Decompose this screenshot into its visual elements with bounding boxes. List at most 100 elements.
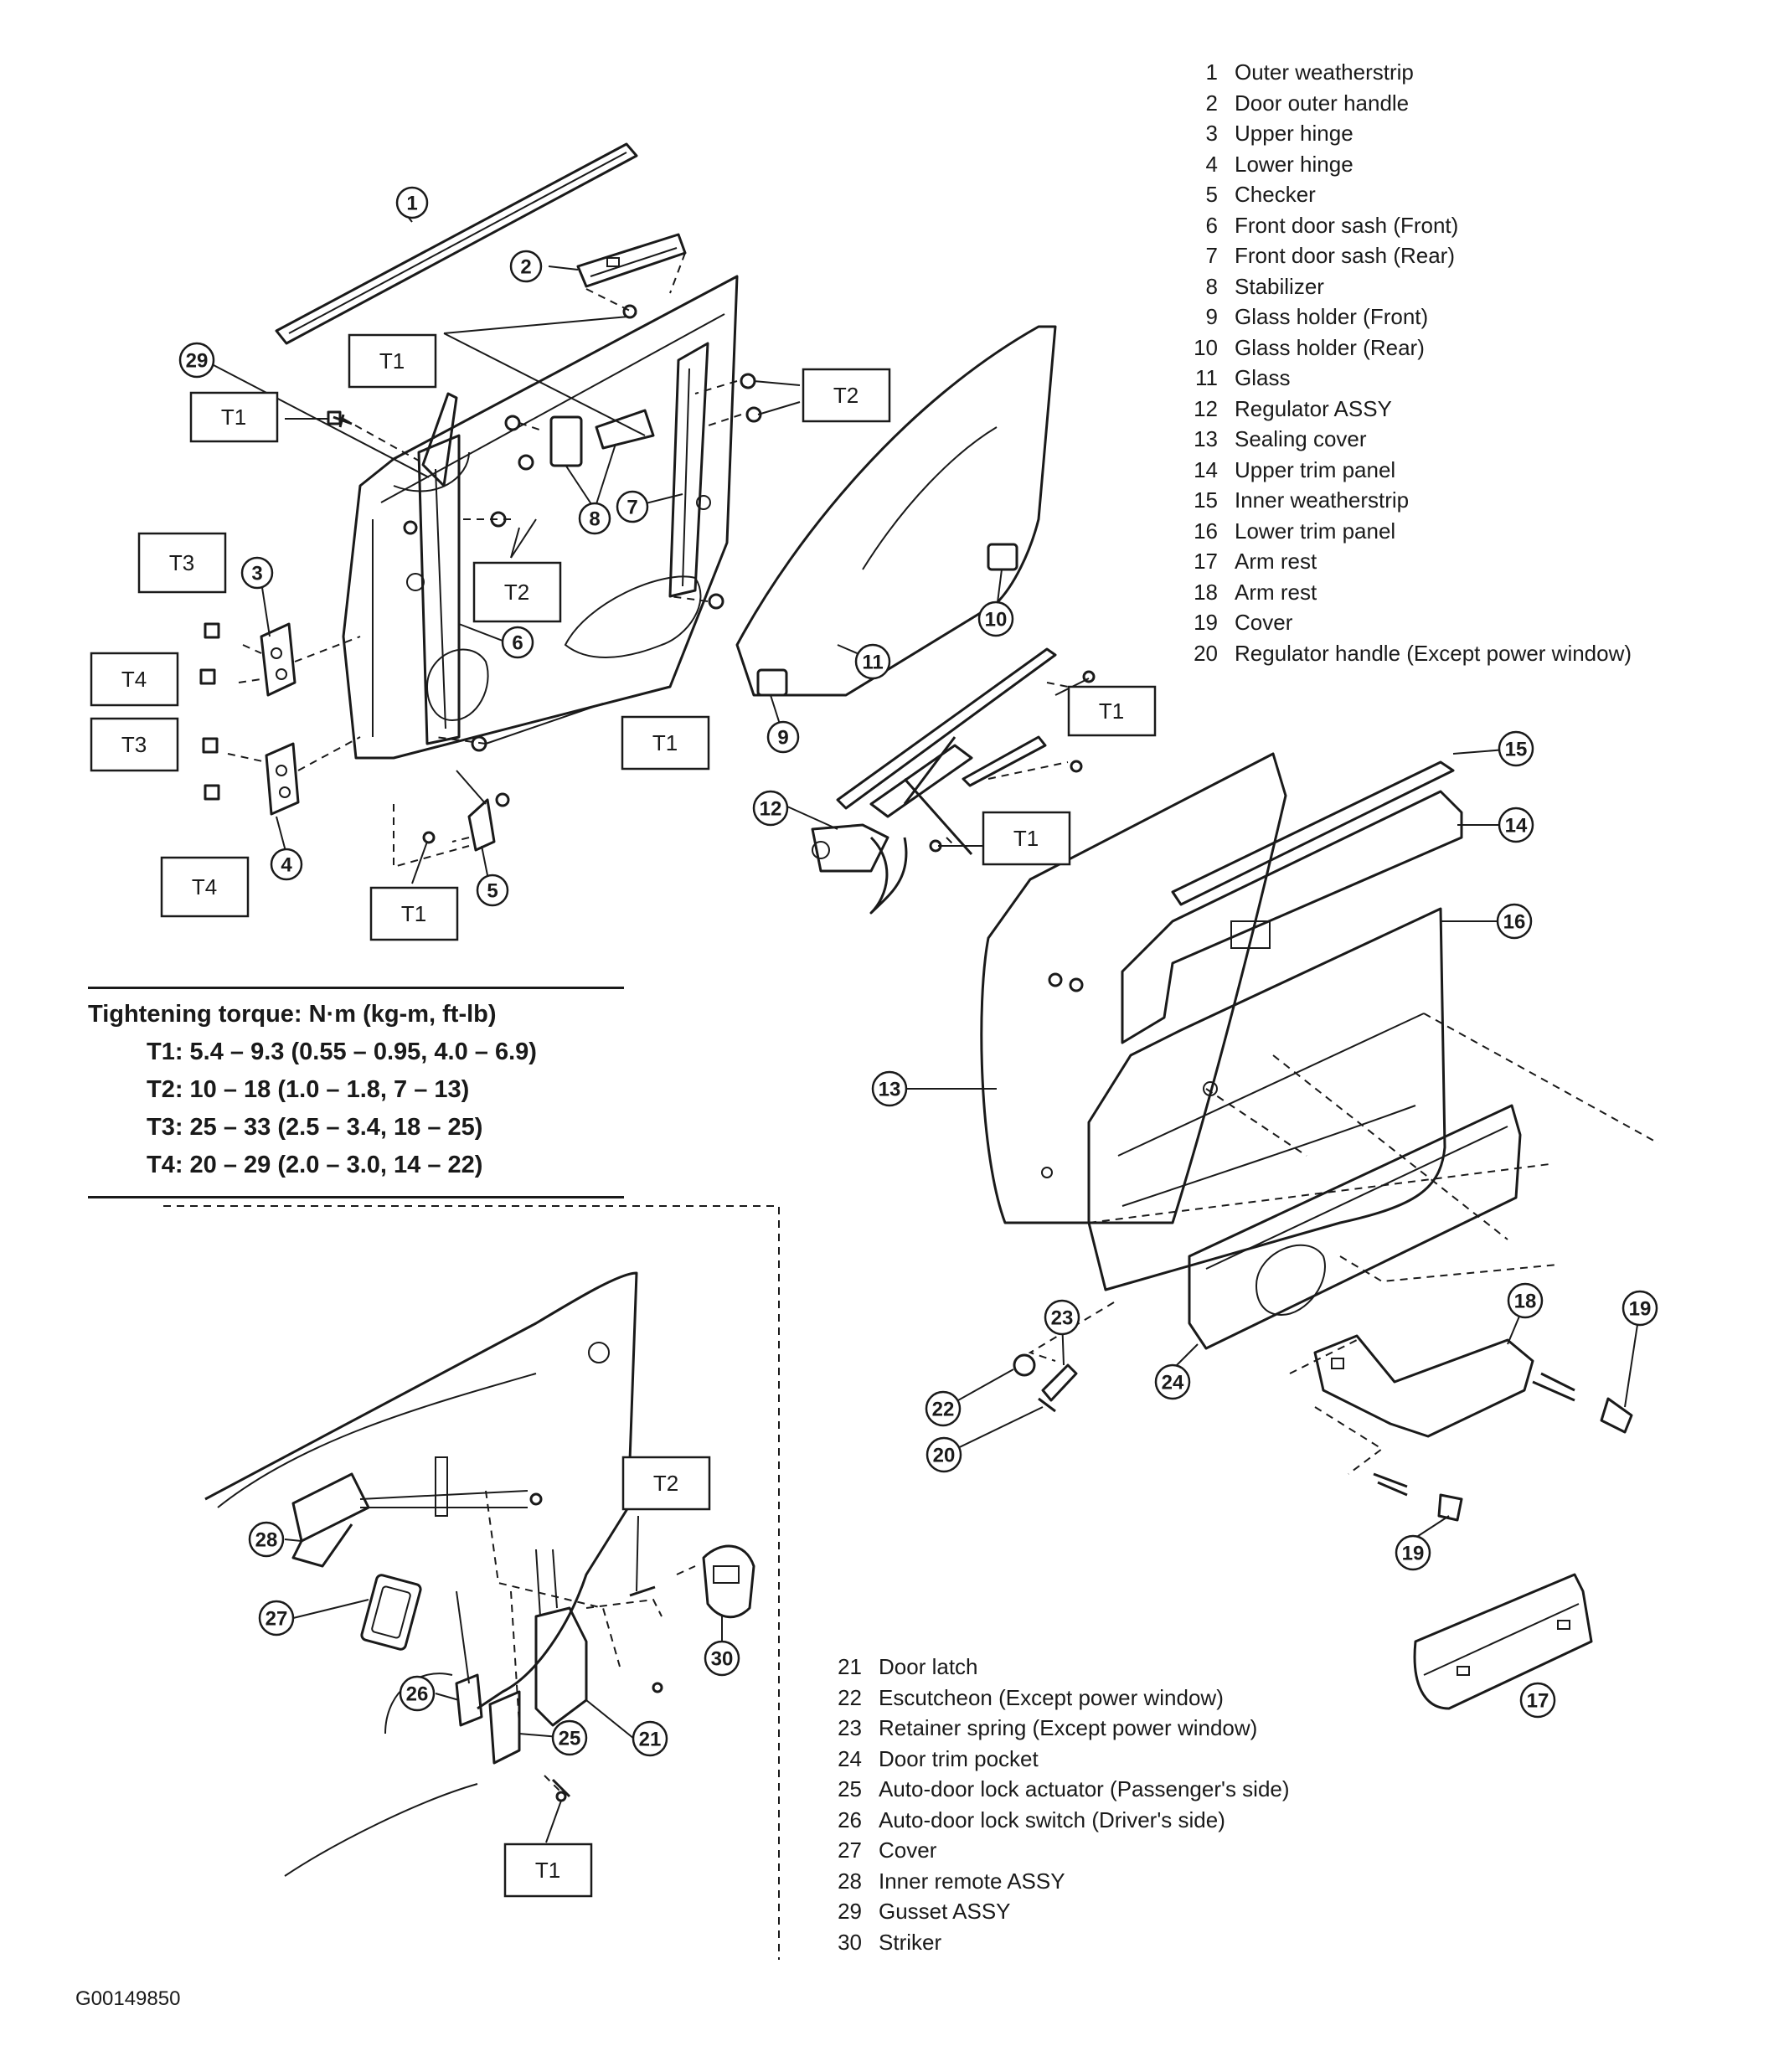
part-name: Lower trim panel	[1235, 518, 1396, 544]
part-name: Front door sash (Rear)	[1235, 243, 1455, 268]
torque-label-t2-lock: T2	[621, 1456, 711, 1511]
callout-number: 24	[1162, 1372, 1184, 1394]
torque-label-text: T3	[121, 732, 147, 757]
torque-label-t4-upper: T4	[90, 652, 179, 707]
part-number: 26	[838, 1807, 862, 1832]
callout-7: 7	[616, 490, 649, 523]
part-number: 24	[838, 1745, 862, 1771]
part-name: Regulator ASSY	[1235, 395, 1392, 421]
callout-number: 6	[512, 632, 523, 655]
callout-number: 9	[777, 727, 788, 750]
torque-spec-t4: T4: 20 – 29 (2.0 – 3.0, 14 – 22)	[147, 1152, 483, 1178]
part-name: Stabilizer	[1235, 273, 1324, 299]
callout-27: 27	[258, 1600, 295, 1636]
torque-bottom-rule	[88, 1196, 624, 1198]
part-name: Striker	[879, 1929, 942, 1955]
callout-number: 2	[520, 256, 531, 279]
callout-21: 21	[632, 1720, 668, 1757]
torque-label-t1-lock: T1	[503, 1843, 593, 1898]
part-name: Inner remote ASSY	[879, 1868, 1065, 1894]
part-number: 20	[1194, 640, 1218, 666]
torque-label-text: T2	[504, 580, 529, 605]
part-number: 16	[1194, 518, 1218, 544]
part-name: Glass holder (Front)	[1235, 304, 1429, 329]
part-number: 4	[1205, 151, 1218, 177]
callout-4: 4	[270, 848, 303, 881]
callout-15: 15	[1498, 730, 1534, 767]
torque-label-text: T1	[379, 348, 405, 374]
parts-list-item: 28 Inner remote ASSY	[825, 1866, 1290, 1897]
torque-label-t1-left: T1	[189, 391, 279, 443]
torque-label-text: T1	[652, 730, 678, 755]
part-name: Door trim pocket	[879, 1745, 1039, 1771]
callout-number: 27	[266, 1608, 288, 1631]
part-name: Regulator handle (Except power window)	[1235, 640, 1632, 666]
callout-number: 25	[559, 1728, 581, 1750]
torque-spec-t3: T3: 25 – 33 (2.5 – 3.4, 18 – 25)	[147, 1114, 483, 1141]
part-name: Cover	[879, 1837, 937, 1863]
door-trim-pocket-drawing	[1028, 1104, 1559, 1362]
part-name: Checker	[1235, 182, 1316, 207]
callout-numbers: 1 2 3 4 5 6 7 8 9 10 11 12 13 14 15 16 1…	[178, 186, 1658, 1757]
callout-number: 5	[487, 880, 498, 903]
part-name: Escutcheon (Except power window)	[879, 1684, 1224, 1710]
callout-number: 12	[760, 798, 782, 821]
callout-18: 18	[1507, 1282, 1544, 1319]
part-number: 28	[838, 1868, 862, 1894]
part-number: 6	[1205, 212, 1218, 238]
torque-label-t3-upper: T3	[137, 532, 227, 594]
callout-number: 19	[1629, 1298, 1652, 1321]
part-number: 29	[838, 1899, 862, 1924]
callout-number: 23	[1051, 1307, 1074, 1330]
part-number: 13	[1194, 426, 1218, 451]
parts-list-item: 6 Front door sash (Front)	[1181, 210, 1632, 241]
hinges-drawing	[227, 622, 361, 816]
part-number: 23	[838, 1715, 862, 1740]
part-number: 18	[1194, 579, 1218, 605]
part-number: 27	[838, 1837, 862, 1863]
part-number: 17	[1194, 549, 1218, 574]
part-number: 2	[1205, 90, 1218, 116]
parts-list-item: 27 Cover	[825, 1835, 1290, 1866]
torque-label-text: T1	[1099, 698, 1124, 724]
callout-number: 28	[255, 1529, 278, 1552]
sealing-cover-drawing	[980, 752, 1287, 1224]
callout-9: 9	[766, 720, 800, 754]
part-name: Door latch	[879, 1654, 978, 1679]
torque-spec-t1: T1: 5.4 – 9.3 (0.55 – 0.95, 4.0 – 6.9)	[147, 1039, 537, 1065]
callout-number: 14	[1505, 815, 1528, 838]
torque-label-t4-lower: T4	[160, 856, 250, 918]
callout-24: 24	[1154, 1363, 1191, 1400]
part-name: Retainer spring (Except power window)	[879, 1715, 1258, 1740]
parts-list-item: 12 Regulator ASSY	[1181, 394, 1632, 425]
callout-number: 10	[985, 609, 1008, 631]
callout-5: 5	[476, 874, 509, 907]
callout-30: 30	[704, 1640, 740, 1677]
torque-label-text: T3	[169, 550, 194, 575]
cover-and-armrest-drawing	[1373, 1472, 1593, 1710]
part-number: 15	[1194, 487, 1218, 513]
part-name: Front door sash (Front)	[1235, 212, 1459, 238]
torque-label-t2-upper: T2	[802, 368, 891, 423]
callout-13: 13	[871, 1070, 908, 1107]
callout-22: 22	[925, 1390, 962, 1427]
regulator-handle-drawing	[1013, 1353, 1078, 1413]
callout-number: 17	[1527, 1690, 1549, 1713]
part-number: 10	[1194, 334, 1218, 360]
part-number: 9	[1205, 304, 1218, 329]
part-number: 12	[1194, 395, 1218, 421]
torque-label-text: T4	[121, 667, 147, 692]
callout-17: 17	[1519, 1682, 1556, 1719]
trim-panels-drawing	[1048, 760, 1659, 1291]
